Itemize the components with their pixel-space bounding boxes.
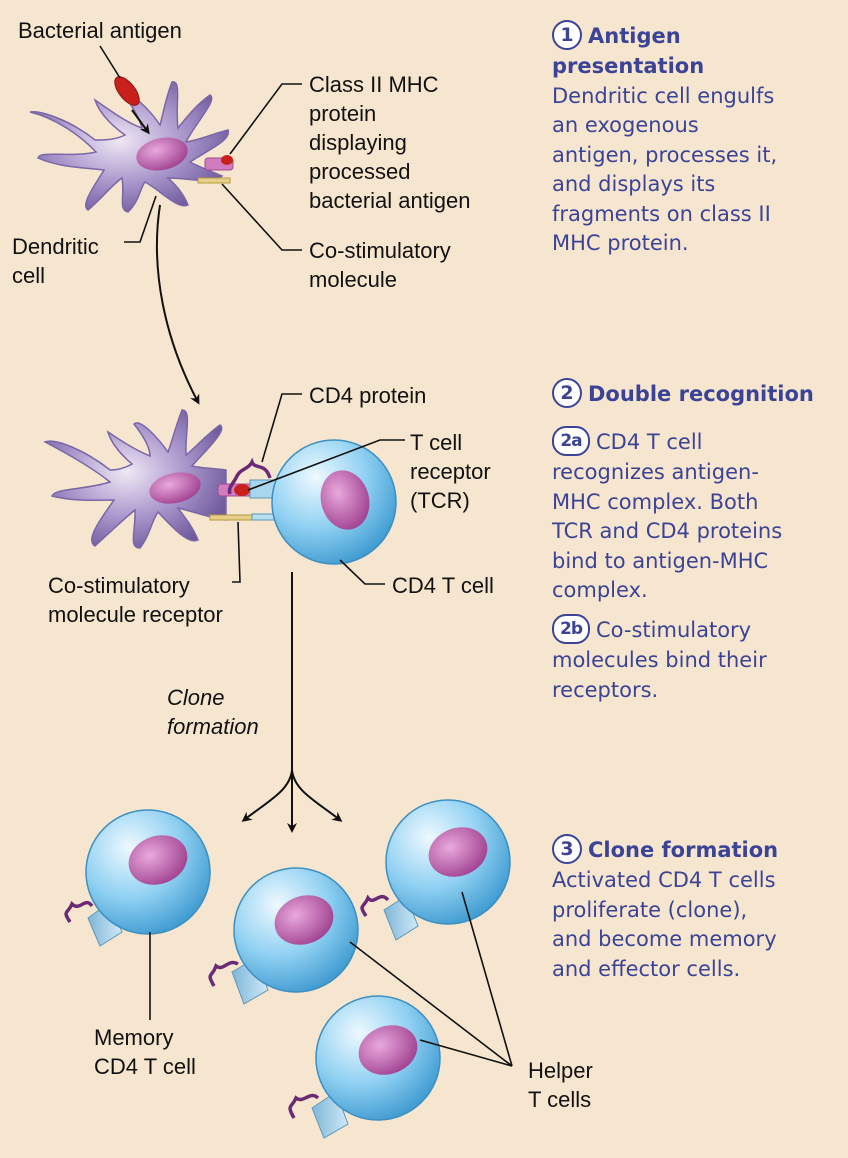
antigen-fragment <box>221 155 233 165</box>
costim-molecule <box>197 177 231 184</box>
nucleus <box>320 470 370 530</box>
label-tcr: T cell receptor (TCR) <box>410 430 491 513</box>
step-number: 2a <box>552 426 590 456</box>
label-dendritic-cell: Dendritic cell <box>12 234 99 288</box>
label-cd4-protein: CD4 protein <box>309 383 427 408</box>
costim-molecule <box>209 514 255 521</box>
step-body: Dendritic cell engulfs an exogenous anti… <box>552 83 778 256</box>
label-costim-molecule: Co-stimulatory molecule <box>309 238 451 292</box>
step-title: Antigen presentation <box>552 24 705 78</box>
label-memory-cell: Memory CD4 T cell <box>94 1025 196 1079</box>
label-costim-receptor: Co-stimulatory molecule receptor <box>48 573 223 627</box>
nucleus <box>136 137 188 171</box>
nucleus <box>128 835 188 885</box>
step-number: 1 <box>552 20 582 50</box>
antigen-fragment <box>234 484 250 496</box>
step-body: Activated CD4 T cells proliferate (clone… <box>552 868 777 981</box>
label-helper-cells: Helper T cells <box>528 1058 593 1112</box>
label-cd4-t-cell: CD4 T cell <box>392 573 494 598</box>
bacterial-antigen-icon <box>114 76 140 106</box>
nucleus <box>358 1025 418 1075</box>
cd4-t-cell <box>227 439 397 565</box>
dendritic-cell-2 <box>43 409 257 549</box>
arrow-to-recognition <box>155 204 200 405</box>
step-number: 2b <box>552 614 590 644</box>
label-clone-formation: Clone formation <box>167 685 259 739</box>
nucleus <box>428 827 488 877</box>
cd4-protein <box>227 457 272 495</box>
step-number: 2 <box>552 378 582 408</box>
helper-t-cell-1 <box>208 867 359 1005</box>
clone-arrow <box>241 572 343 833</box>
helper-t-cell-3 <box>288 995 441 1139</box>
step-title: Double recognition <box>588 382 814 406</box>
step-body: Co-stimulatory molecules bind their rece… <box>552 618 767 702</box>
label-class2-mhc: Class II MHC protein displaying processe… <box>309 72 471 213</box>
helper-t-cell-2 <box>360 799 511 941</box>
leader-lines-bottom <box>149 891 513 1067</box>
leader-lines-top <box>99 45 302 251</box>
nucleus <box>274 895 334 945</box>
step-title: Clone formation <box>588 838 779 862</box>
nucleus <box>149 472 201 504</box>
memory-t-cell <box>64 809 211 947</box>
step-number: 3 <box>552 834 582 864</box>
leader-lines-middle <box>232 393 405 585</box>
step-body: CD4 T cell recognizes antigen- MHC compl… <box>552 430 783 602</box>
label-bacterial-antigen: Bacterial antigen <box>18 18 182 43</box>
